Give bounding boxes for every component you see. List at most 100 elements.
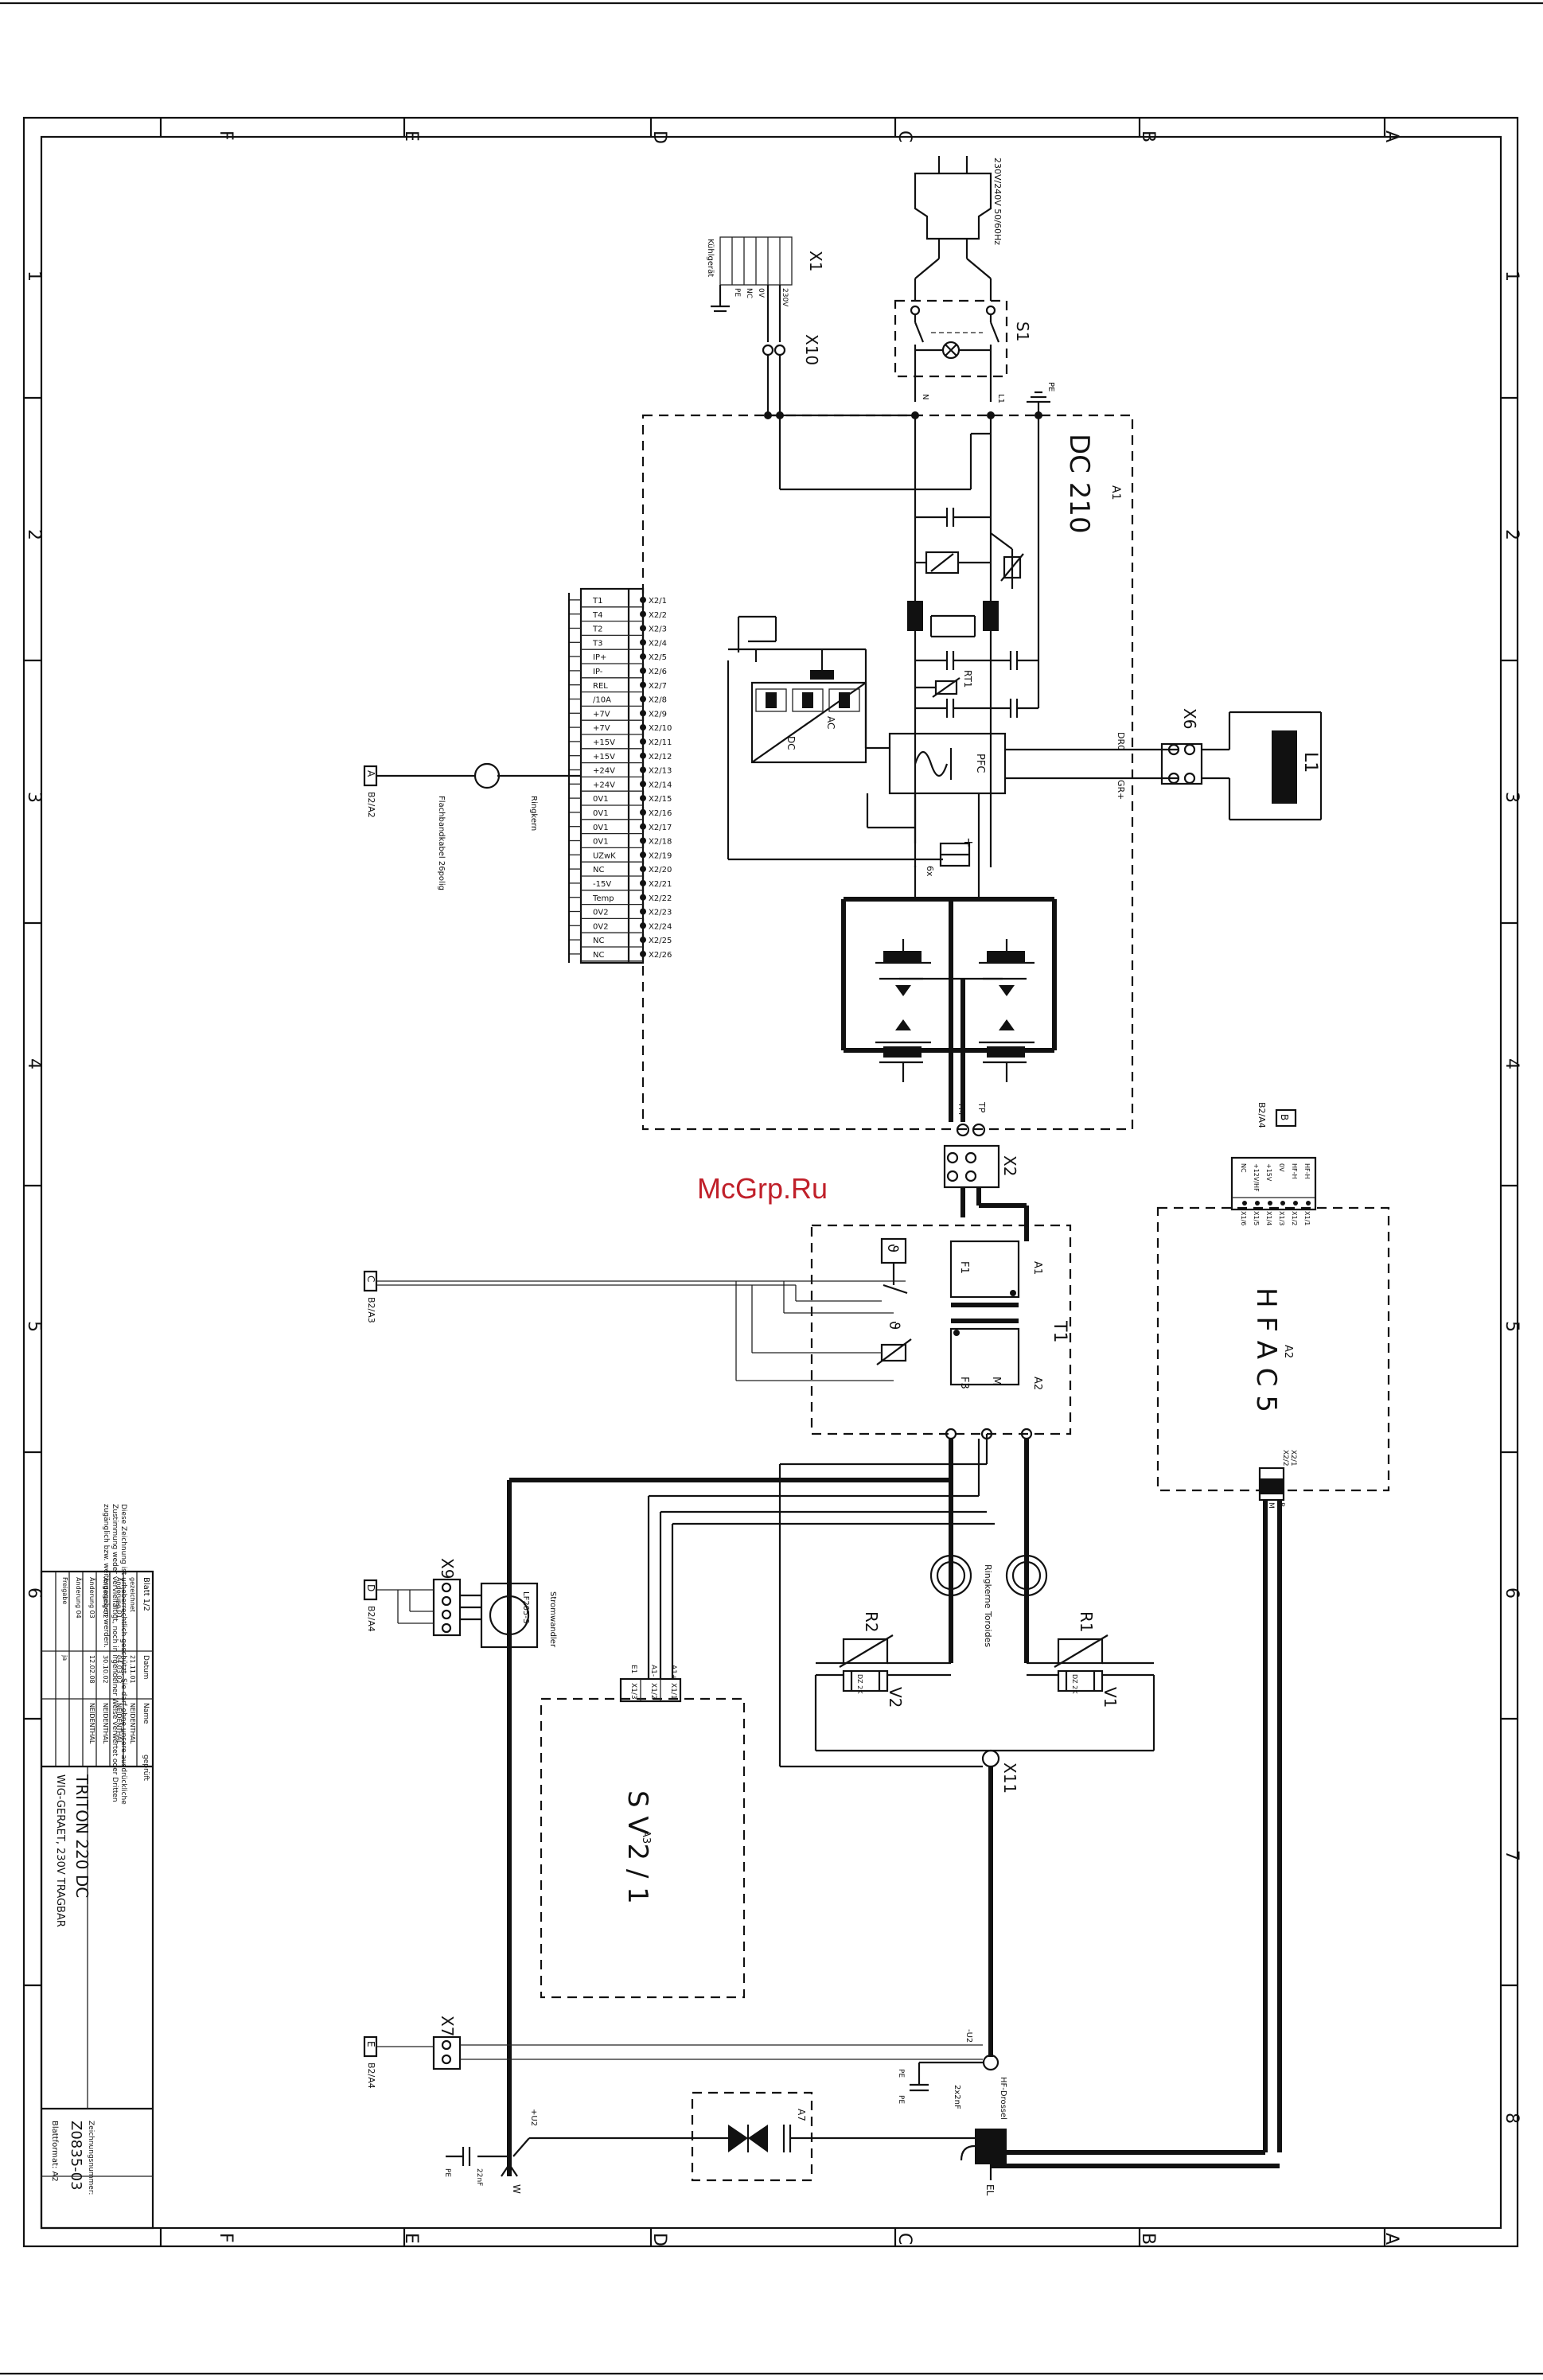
svg-text:Zeichnungsnummer:: Zeichnungsnummer: bbox=[87, 2121, 95, 2195]
hfac-pin-number: X1/2 bbox=[1291, 1211, 1298, 1225]
x1-sub-230v: 230V bbox=[781, 288, 789, 307]
drawing-frame bbox=[22, 116, 1519, 2248]
a1-name: DC 210 bbox=[1063, 434, 1095, 534]
svg-text:X2/2: X2/2 bbox=[1281, 1450, 1289, 1467]
row-number-7-right: 7 bbox=[1502, 1850, 1522, 1861]
sv-name: S V 2 / 1 bbox=[621, 1790, 653, 1904]
x2-pin-number: X2/25 bbox=[649, 937, 672, 945]
page-ref-d: D B2/A4 bbox=[363, 1579, 378, 1632]
hfac-pin-row: NC X1/6 bbox=[1240, 1163, 1247, 1225]
t1-f3: F3 bbox=[958, 1377, 970, 1389]
hfac-pin-signal: +15V bbox=[1265, 1163, 1272, 1182]
page-ref-b: B B2/A4 bbox=[1257, 1102, 1297, 1128]
dr0-label: DR0 bbox=[1116, 732, 1126, 750]
tp-label: TP bbox=[976, 1101, 987, 1113]
hfac-pin-row: HF-HX1/1 bbox=[1303, 1163, 1311, 1225]
page-ref-e: E B2/A4 bbox=[363, 2035, 378, 2089]
x6-ref: X6 bbox=[1180, 708, 1199, 729]
x2-pin-signal: T1 bbox=[592, 597, 602, 606]
svg-text:PE: PE bbox=[897, 2069, 905, 2078]
connector-x6: X6 bbox=[1160, 708, 1323, 821]
module-a2-hfac5: A2 H F A C 5 bbox=[1156, 1156, 1390, 1492]
x2-pin-number: X2/23 bbox=[649, 909, 672, 917]
svg-text:A: A bbox=[365, 770, 376, 777]
igbt-q4 bbox=[979, 1019, 1035, 1082]
hfac-pin-signal: NC bbox=[1240, 1163, 1247, 1173]
title-row-date: ja bbox=[61, 1654, 68, 1661]
title-row-label: Freigabe bbox=[61, 1577, 68, 1604]
l1-ref: L1 bbox=[1300, 752, 1320, 773]
output-w: W +U2 22nF PE bbox=[443, 2109, 538, 2194]
x2-pin-signal: 0V2 bbox=[593, 909, 609, 917]
pfc-label: PFC bbox=[974, 754, 986, 773]
hfac-pin-signal: HF-H bbox=[1291, 1163, 1298, 1179]
x2-pin-signal: +24V bbox=[593, 781, 615, 789]
x2-pin-signal: 0V1 bbox=[593, 824, 609, 832]
x7-ref: X7 bbox=[438, 2016, 457, 2036]
svg-text:V2: V2 bbox=[886, 1687, 905, 1708]
toroid-label: Ringkerne Toroides bbox=[983, 1564, 993, 1647]
x2-pin-signal: 0V1 bbox=[593, 838, 609, 847]
svg-text:geprüft: geprüft bbox=[142, 1755, 150, 1781]
a1-ref: A1 bbox=[1109, 485, 1122, 500]
x2-pin-number: X2/22 bbox=[649, 894, 672, 903]
x2-pin-signal: T2 bbox=[592, 625, 602, 634]
row-number-5: 5 bbox=[24, 1321, 44, 1332]
bus-x11: X11 bbox=[778, 1434, 1155, 2057]
col-letter-a-bottom: A bbox=[1381, 2233, 1401, 2245]
x2-pin-number: X2/5 bbox=[649, 653, 667, 662]
svg-text:DZ 2K: DZ 2K bbox=[856, 1674, 863, 1694]
sv-pin-number: X1/1 bbox=[669, 1683, 677, 1700]
title-row-label: Änderung 01 bbox=[115, 1577, 123, 1618]
hfac-pin-rows: HF-HX1/1HF-HX1/20VX1/3+15VX1/4+12V/HFX1/… bbox=[1240, 1163, 1311, 1225]
t1-m: M bbox=[990, 1377, 1002, 1385]
x2-pin-number: X2/2 bbox=[649, 611, 667, 620]
terminal-l1: L1 bbox=[996, 394, 1005, 403]
hfac-x2: X2/1 X2/2 P M bbox=[991, 1450, 1297, 2168]
title-row-date: 30.10.02 bbox=[102, 1655, 109, 1684]
title-row-name: NEIDENTHAL bbox=[88, 1703, 95, 1744]
col-letter-b-bottom: B bbox=[1138, 2233, 1158, 2245]
col-letter-e: E bbox=[401, 130, 421, 142]
module-a7: A7 bbox=[529, 2091, 987, 2182]
svg-text:R1: R1 bbox=[1077, 1611, 1096, 1633]
x2-pin-signal: IP+ bbox=[593, 653, 606, 662]
col-letter-c-bottom: C bbox=[894, 2233, 914, 2245]
hf-choke: HF-Drossel EL -U2 2x2nF PE PE bbox=[897, 2029, 1007, 2196]
svg-text:2x2nF: 2x2nF bbox=[953, 2085, 961, 2109]
x2-pin-row: IP-X2/6 bbox=[569, 667, 667, 679]
module-a3-sv21: A3 S V 2 / 1 bbox=[540, 1677, 746, 1999]
title-row-label: Änderung 04 bbox=[75, 1577, 83, 1618]
x2-pin-number: X2/1 bbox=[649, 597, 667, 606]
hfac-pin-number: X1/6 bbox=[1240, 1211, 1247, 1225]
x2-pin-number: X2/14 bbox=[649, 781, 672, 789]
row-number-6-right: 6 bbox=[1502, 1587, 1522, 1599]
svg-text:X2/1: X2/1 bbox=[1289, 1450, 1297, 1467]
row-number-8-right: 8 bbox=[1502, 2113, 1522, 2124]
x2-pin-number: X2/13 bbox=[649, 767, 672, 776]
x2-pin-number: X2/15 bbox=[649, 795, 672, 804]
x2-pin-number: X2/11 bbox=[649, 738, 672, 747]
title-block-text: Diese Zeichnung ist urheberrechtlich ges… bbox=[50, 1504, 127, 2195]
x9-ref: X9 bbox=[438, 1558, 457, 1579]
hfac-pin-number: X1/1 bbox=[1303, 1211, 1311, 1225]
x2-pin-number: X2/12 bbox=[649, 753, 672, 762]
acdc-bottom: DC bbox=[785, 736, 797, 750]
hfac-pin-row: HF-H X1/2 bbox=[1291, 1163, 1298, 1225]
title-row-label: Änderung 03 bbox=[88, 1577, 96, 1618]
svg-text:D: D bbox=[365, 1584, 376, 1591]
svg-text:PE: PE bbox=[897, 2095, 905, 2104]
mains-plug: 230V/240V 50/60Hz bbox=[914, 156, 1003, 301]
